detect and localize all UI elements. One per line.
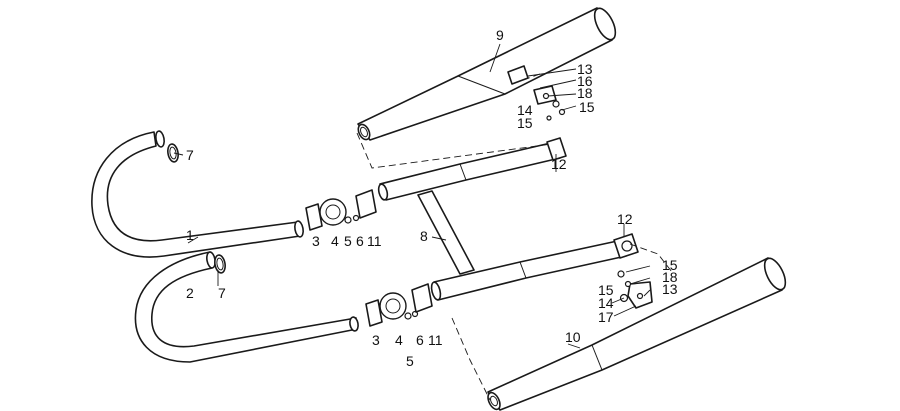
callout-9: 9: [496, 27, 504, 43]
upper-muffler: [357, 7, 617, 141]
gasket-7-upper: [167, 143, 179, 163]
callout-6-bottom: 6: [416, 332, 424, 348]
callout-4-bottom: 4: [395, 332, 403, 348]
upper-header-pipe: [91, 130, 304, 258]
callout-18-top: 18: [577, 85, 593, 101]
assembly-lines: [356, 73, 673, 401]
callout-14-top: 14: [517, 102, 533, 118]
callout-12-top: 12: [551, 156, 567, 172]
clamp-12-lower: [613, 233, 639, 259]
leader-lines: [173, 43, 651, 349]
gasket-7-lower: [214, 254, 226, 274]
callout-labels: 9 13 16 18 15 14 15 12 7 1 3 4 5 6 11 8 …: [186, 27, 678, 369]
callout-16: 16: [577, 73, 593, 89]
callout-4-top: 4: [331, 233, 339, 249]
callout-6-top: 6: [356, 233, 364, 249]
callout-14-bottom: 14: [598, 295, 614, 311]
callout-18-bottom: 18: [662, 269, 678, 285]
callout-15-left: 15: [598, 282, 614, 298]
clamp-12-upper: [546, 137, 567, 161]
callout-3-top: 3: [312, 233, 320, 249]
callout-1: 1: [186, 227, 194, 243]
callout-15-top-right: 15: [579, 99, 595, 115]
callout-11-top: 11: [367, 233, 382, 249]
lower-muffler: [487, 257, 787, 411]
lower-header-pipe: [134, 251, 359, 363]
crossover-pipe: [377, 141, 627, 301]
callout-15-top-left: 15: [517, 115, 533, 131]
callout-7-bottom: 7: [218, 285, 226, 301]
callout-5-bottom: 5: [406, 353, 414, 369]
callout-3-bottom: 3: [372, 332, 380, 348]
lower-muffler-bracket: [617, 270, 653, 309]
callout-11-bottom: 11: [428, 332, 443, 348]
callout-8: 8: [420, 228, 428, 244]
callout-13-top: 13: [577, 61, 593, 77]
upper-fittings: [305, 189, 377, 231]
callout-13-bottom: 13: [662, 281, 678, 297]
callout-15-right: 15: [662, 257, 678, 273]
callout-7-top: 7: [186, 147, 194, 163]
callout-12-bottom: 12: [617, 211, 633, 227]
callout-17: 17: [598, 309, 614, 325]
lower-fittings: [365, 283, 433, 327]
upper-muffler-bracket: [507, 65, 566, 121]
callout-5-top: 5: [344, 233, 352, 249]
callout-10: 10: [565, 329, 581, 345]
callout-2: 2: [186, 285, 194, 301]
